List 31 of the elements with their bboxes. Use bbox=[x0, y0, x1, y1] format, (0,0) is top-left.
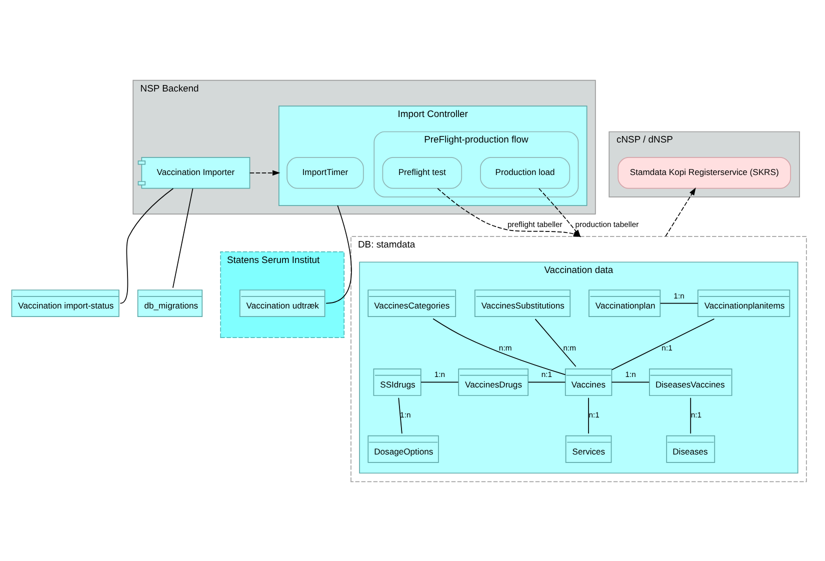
connector bbox=[420, 381, 459, 382]
edge-label: n:1 bbox=[690, 410, 702, 420]
connector bbox=[326, 204, 352, 304]
connector bbox=[690, 396, 692, 434]
connector bbox=[612, 318, 715, 370]
edge-label: preflight tabeller bbox=[508, 220, 562, 229]
edge-label: n:m bbox=[498, 343, 512, 352]
node-box: Production load bbox=[480, 156, 570, 188]
edge-label: 1:n bbox=[625, 370, 636, 379]
edge-label: 1:n bbox=[674, 290, 684, 300]
connector bbox=[172, 188, 194, 288]
node-box: Preflight test bbox=[382, 156, 462, 188]
connector bbox=[398, 396, 402, 434]
edge-label: 1:n bbox=[400, 410, 411, 420]
edge-label: n:1 bbox=[588, 410, 600, 420]
edge-label: 1:n bbox=[434, 370, 446, 379]
connector bbox=[611, 381, 650, 382]
edge-label: n:m bbox=[563, 343, 576, 352]
node-box: ImportTimer bbox=[286, 156, 364, 188]
node-box: Stamdata Kopi Registerservice (SKRS) bbox=[618, 156, 791, 188]
arrow bbox=[665, 186, 696, 236]
connector bbox=[588, 396, 589, 434]
connector bbox=[534, 318, 576, 366]
edge-label: production tabeller bbox=[575, 220, 639, 229]
arrow bbox=[249, 170, 280, 176]
connector bbox=[660, 302, 698, 304]
edge-label: n:1 bbox=[662, 343, 672, 352]
connector bbox=[432, 318, 566, 375]
connector bbox=[120, 188, 174, 304]
connector bbox=[528, 381, 566, 382]
edge-label: n:1 bbox=[541, 370, 552, 379]
